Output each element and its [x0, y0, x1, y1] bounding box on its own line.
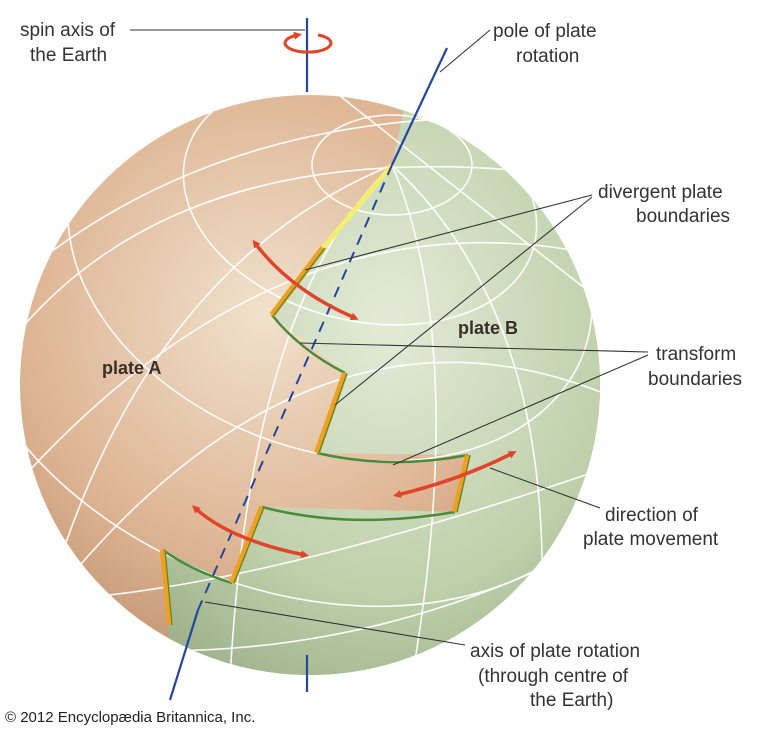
label-direction-line1: direction of	[605, 505, 699, 526]
leader-lines	[130, 29, 649, 646]
label-transform-line2: boundaries	[648, 369, 742, 390]
spin-rotation-arrow	[283, 31, 333, 54]
plate-movement-arrows	[192, 239, 517, 559]
label-transform-line1: transform	[656, 344, 736, 365]
label-divergent-line2: boundaries	[636, 206, 730, 227]
label-pole-line1: pole of plate	[493, 21, 597, 42]
plate-rotation-axis-top	[391, 47, 448, 166]
movement-arrow	[252, 239, 359, 321]
label-pole-line2: rotation	[516, 46, 579, 67]
label-divergent-line1: divergent plate	[598, 182, 723, 203]
label-plate-b: plate B	[458, 318, 518, 338]
label-axis-line2: (through centre of	[478, 666, 629, 687]
label-spin-axis-line2: the Earth	[30, 45, 107, 66]
plate-rotation-axis-bottom	[168, 609, 200, 701]
label-axis-line1: axis of plate rotation	[470, 641, 640, 662]
movement-arrow	[192, 505, 309, 559]
movement-arrow	[393, 451, 517, 498]
label-plate-a: plate A	[102, 358, 161, 378]
copyright: © 2012 Encyclopædia Britannica, Inc.	[5, 709, 255, 726]
label-direction-line2: plate movement	[583, 529, 719, 550]
transform-boundary	[162, 314, 469, 585]
label-spin-axis-line1: spin axis of	[20, 20, 116, 41]
label-axis-line3: the Earth)	[530, 690, 613, 711]
